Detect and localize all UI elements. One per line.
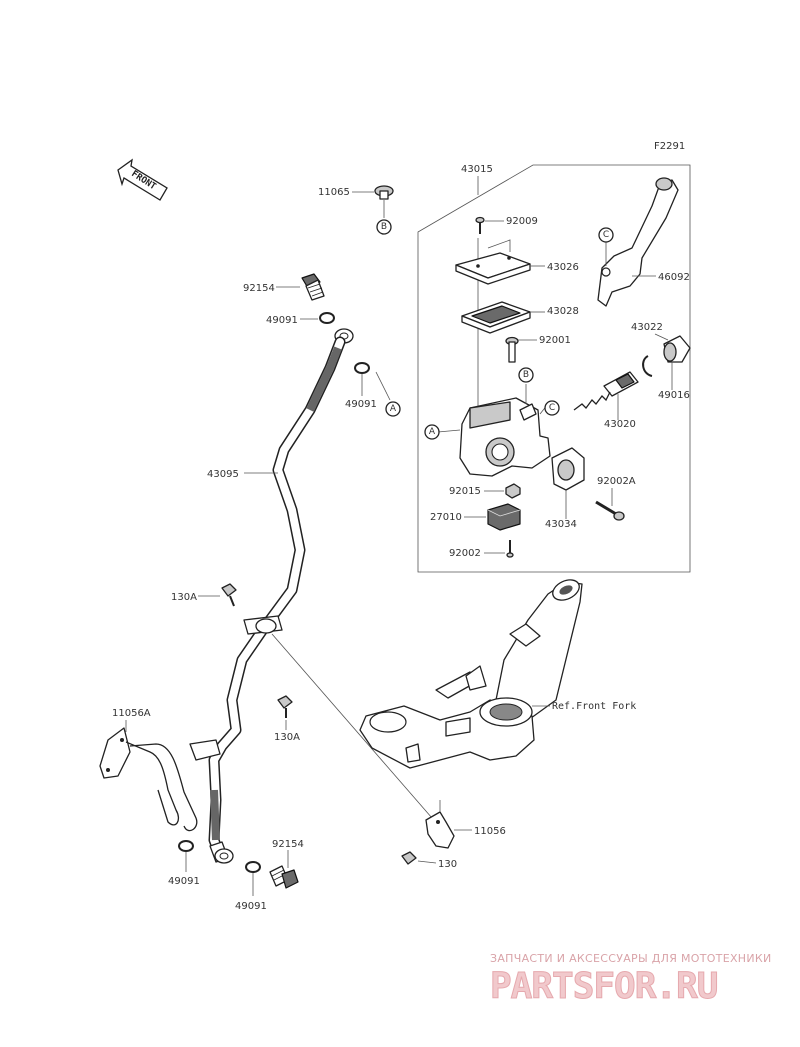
callout-43028: 43028 [547,306,579,317]
watermark-tagline: ЗАПЧАСТИ И АКСЕССУАРЫ ДЛЯ МОТОТЕХНИКИ [490,952,772,965]
part-130A-bolt-upper [221,583,237,607]
callout-11056: 11056 [474,826,506,837]
part-11056-bracket [425,811,455,849]
callout-92154-bottom: 92154 [272,839,304,850]
callout-43022: 43022 [631,322,663,333]
part-49091-washer-4 [245,861,261,873]
part-11056A-bracket [99,727,221,832]
callout-49091-4: 49091 [235,901,267,912]
diagram-code: F2291 [654,141,685,152]
ref-circle-c-body: C [544,400,560,416]
part-49016-circlip [642,355,653,377]
callout-43026: 43026 [547,262,579,273]
part-92154-banjo-bolt-bottom [269,865,299,889]
part-92001-bolt [505,336,519,363]
part-43028-diaphragm [461,301,531,334]
callout-49091-3: 49091 [168,876,200,887]
callout-43020: 43020 [604,419,636,430]
svg-text:B: B [523,370,529,380]
watermark-brand: PARTSFOR.RU [489,966,718,1008]
part-92002-screw [506,540,514,558]
part-hose-banjo-bottom [209,841,234,864]
part-92002A-bolt [595,500,625,521]
part-11065-cap [374,185,394,200]
callout-92002A: 92002A [597,476,636,487]
part-130A-bolt-lower [277,695,293,718]
svg-text:A: A [429,427,436,437]
ref-circle-b-body: B [518,367,534,383]
callout-49016: 49016 [658,390,690,401]
front-arrow-icon: FRONT [117,158,168,201]
callout-11056A: 11056A [112,708,151,719]
part-43020-piston [573,371,639,411]
svg-text:C: C [603,230,609,240]
part-master-cylinder-body [459,397,551,477]
callout-49091-2: 49091 [345,399,377,410]
callout-43095: 43095 [207,469,239,480]
part-hose-clamp [243,615,283,635]
part-27010-switch [487,503,521,531]
callout-49091-1: 49091 [266,315,298,326]
callout-92002: 92002 [449,548,481,559]
callout-130A-upper: 130A [171,592,197,603]
ref-circle-c-lever: C [598,227,614,243]
callout-43034: 43034 [545,519,577,530]
part-43034-clamp [551,447,585,491]
callout-130: 130 [438,859,457,870]
part-130-bolt [401,851,417,865]
assembly-outline [417,164,691,573]
part-43026-cover [455,252,531,285]
svg-text:B: B [381,222,387,232]
part-49091-washer-2 [354,362,370,374]
callout-11065: 11065 [318,187,350,198]
part-43095-brake-hose [208,336,346,862]
callout-43015: 43015 [461,164,493,175]
callout-92009: 92009 [506,216,538,227]
ref-circle-a-hose: A [385,401,401,417]
part-46092-lever [597,177,679,307]
part-92015-nut [505,483,521,499]
ref-circle-a-body: A [424,424,440,440]
svg-text:C: C [549,403,555,413]
callout-130A-lower: 130A [274,732,300,743]
callout-92001: 92001 [539,335,571,346]
callout-46092: 46092 [658,272,690,283]
callout-27010: 27010 [430,512,462,523]
part-92154-banjo-bolt-top [301,273,325,301]
callout-92015: 92015 [449,486,481,497]
part-92009-screw [475,216,485,234]
part-43022-boot [663,335,691,363]
part-49091-washer-1 [319,312,335,324]
callout-92154-top: 92154 [243,283,275,294]
part-49091-washer-3 [178,840,194,852]
ref-front-fork-label: Ref.Front Fork [552,701,636,712]
ref-circle-b-top: B [376,219,392,235]
part-front-fork-steering-stem [359,579,583,769]
svg-text:A: A [390,404,397,414]
